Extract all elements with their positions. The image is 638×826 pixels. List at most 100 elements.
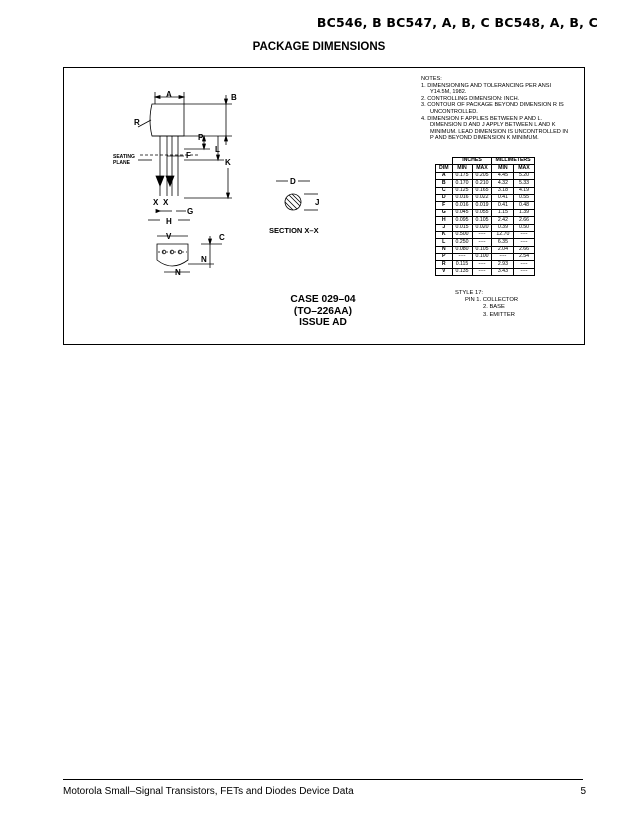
notes-block: NOTES: 1. DIMENSIONING AND TOLERANCING P… — [421, 76, 571, 142]
table-cell: 1.15 — [491, 208, 515, 218]
table-cell: R — [435, 260, 453, 269]
case-designation: CASE 029–04 (TO–226AA) ISSUE AD — [280, 294, 366, 329]
seating-plane-label-2: PLANE — [113, 160, 131, 166]
footer-rule — [63, 779, 583, 780]
table-cell: ---- — [451, 253, 473, 262]
table-cell: 4.45 — [491, 171, 515, 181]
table-cell: 0.170 — [451, 179, 473, 188]
dim-label-r: R — [134, 118, 140, 127]
column-header: DIM — [435, 164, 453, 173]
column-header: MAX — [471, 164, 493, 173]
page-title: PACKAGE DIMENSIONS — [252, 41, 386, 53]
dim-label-c: C — [219, 233, 225, 242]
pin-1: PIN 1. COLLECTOR — [465, 297, 519, 304]
table-cell: G — [435, 208, 453, 218]
table-cell: D — [435, 193, 453, 203]
dim-label-b: B — [231, 93, 237, 102]
table-cell: B — [435, 179, 453, 188]
table-cell: ---- — [471, 260, 493, 269]
pin-2: 2. BASE — [483, 304, 505, 311]
section-x-right: X — [163, 198, 169, 207]
dimensions-table: INCHES MILLIMETERS DIM MIN MAX MIN MAX A… — [435, 156, 535, 277]
table-cell: C — [435, 186, 453, 195]
table-cell: L — [435, 238, 453, 247]
table-cell: 0.55 — [513, 193, 535, 203]
table-cell: 0.41 — [491, 193, 515, 203]
footer-title: Motorola Small–Signal Transistors, FETs … — [63, 786, 354, 797]
style-heading: STYLE 17: — [455, 290, 484, 296]
note-item: 3. CONTOUR OF PACKAGE BEYOND DIMENSION R… — [421, 102, 564, 115]
section-x-left: X — [153, 198, 159, 207]
table-cell: 0.500 — [451, 230, 473, 240]
dim-label-d: D — [290, 177, 296, 186]
table-cell: 0.016 — [451, 193, 473, 203]
seating-plane-label: SEATING — [113, 154, 135, 160]
table-cell: 0.100 — [471, 253, 493, 262]
dim-label-l: L — [215, 145, 220, 154]
pinout-style: STYLE 17: PIN 1. COLLECTOR 2. BASE 3. EM… — [455, 290, 518, 319]
table-cell: 0.022 — [471, 193, 493, 203]
table-cell: ---- — [513, 238, 535, 247]
table-cell: 0.045 — [451, 208, 473, 218]
table-cell: ---- — [471, 230, 493, 240]
table-cell: J — [435, 223, 453, 232]
table-row: P----0.100----2.54 — [435, 253, 535, 262]
table-cell: H — [435, 216, 453, 225]
dim-label-n-1: N — [201, 255, 207, 264]
table-cell: ---- — [513, 260, 535, 269]
table-cell: F — [435, 201, 453, 210]
table-cell: 4.19 — [513, 186, 535, 195]
note-item: 4. DIMENSION F APPLIES BETWEEN P AND L. … — [421, 115, 568, 142]
case-package: (TO–226AA) — [293, 305, 353, 317]
column-header: MIN — [451, 164, 473, 173]
notes-heading: NOTES: — [421, 76, 442, 82]
table-cell: 0.095 — [451, 216, 473, 225]
table-cell: 2.42 — [491, 216, 515, 225]
case-number: CASE 029–04 — [290, 294, 356, 305]
table-cell: 3.18 — [491, 186, 515, 195]
table-cell: 0.080 — [451, 245, 473, 255]
table-cell: 0.115 — [451, 260, 473, 269]
table-cell: 0.135 — [451, 267, 473, 277]
table-cell: 1.39 — [513, 208, 535, 218]
table-cell: 0.020 — [471, 223, 493, 232]
package-dimensions-frame — [63, 67, 585, 345]
table-cell: 0.055 — [471, 208, 493, 218]
table-cell: 2.66 — [513, 245, 535, 255]
table-cell: 0.205 — [471, 171, 493, 181]
table-cell: 0.48 — [513, 201, 535, 210]
table-cell: 2.93 — [491, 260, 515, 269]
pin-3: 3. EMITTER — [483, 311, 515, 318]
part-number-header: BC546, B BC547, A, B, C BC548, A, B, C — [316, 15, 598, 30]
dim-label-h: H — [166, 217, 172, 226]
table-cell: 0.105 — [471, 216, 493, 225]
table-cell: ---- — [491, 253, 515, 262]
table-cell: 2.54 — [513, 253, 535, 262]
table-cell: 0.125 — [451, 186, 473, 195]
table-cell: 0.019 — [471, 201, 493, 210]
dim-label-f: F — [186, 151, 191, 160]
table-cell: ---- — [471, 267, 493, 277]
table-cell: N — [435, 245, 453, 255]
dim-label-g: G — [187, 207, 193, 216]
table-cell: 2.66 — [513, 216, 535, 225]
dim-label-p: P — [198, 133, 204, 142]
group-header-inches: INCHES — [451, 156, 493, 166]
note-item: 2. CONTROLLING DIMENSION: INCH. — [421, 95, 520, 102]
section-label: SECTION X–X — [269, 226, 319, 235]
dim-label-v: V — [166, 232, 172, 241]
note-item: 1. DIMENSIONING AND TOLERANCING PER ANSI… — [421, 82, 552, 96]
group-header-millimeters: MILLIMETERS — [491, 156, 535, 166]
table-cell: 0.41 — [491, 201, 515, 210]
table-cell: 0.175 — [451, 171, 473, 181]
